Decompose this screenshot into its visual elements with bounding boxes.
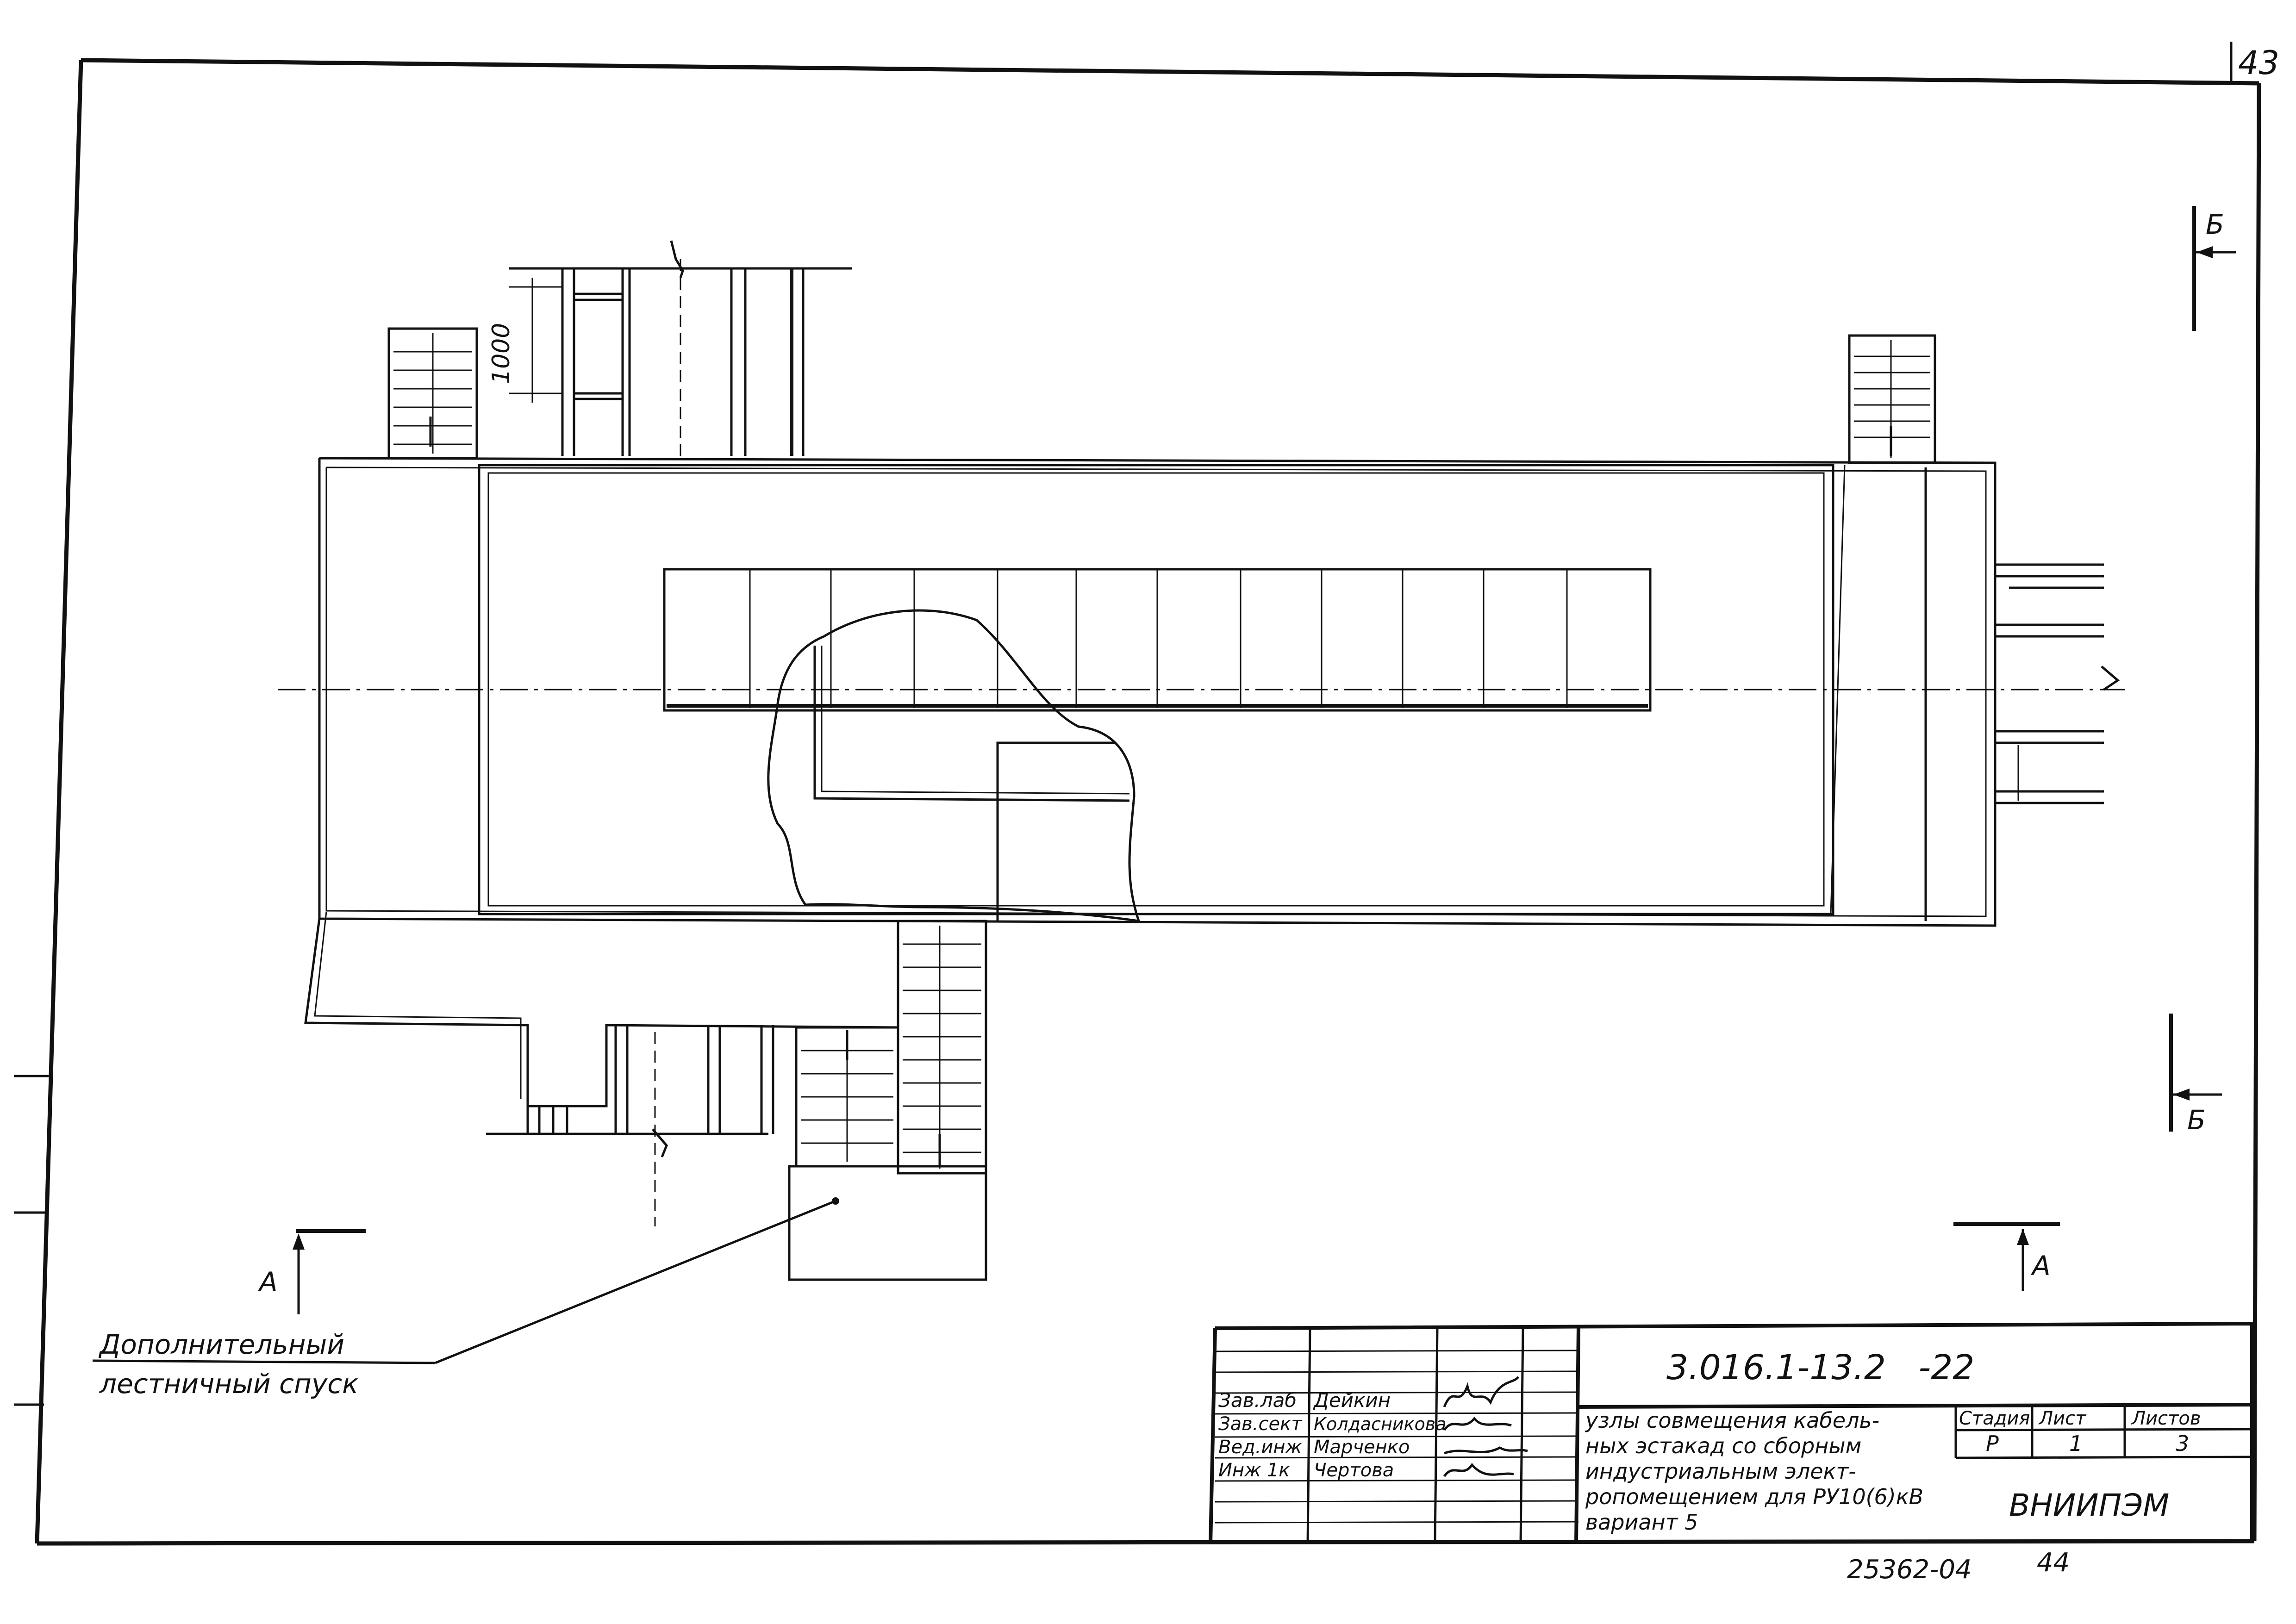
sheet-frame	[14, 42, 2261, 1546]
stage-label: Стадия	[1959, 1408, 2030, 1429]
drawing-title-line2: ных эстакад со сборным	[1585, 1433, 1861, 1458]
section-label-a-left: А	[257, 1266, 278, 1298]
sheet-number-bottom: 44	[2037, 1548, 2070, 1578]
signature-name-2: Колдасникова	[1314, 1414, 1446, 1434]
drawing-title-line4: ропомещением для РУ10(6)кВ	[1585, 1484, 1923, 1509]
sheet-value: 1	[2069, 1431, 2083, 1456]
organization-name: ВНИИПЭМ	[2009, 1487, 2169, 1523]
signature-role-4: Инж 1к	[1218, 1460, 1290, 1481]
leader-label-line2: лестничный спуск	[99, 1368, 358, 1400]
section-marker-b-bottom	[2169, 1014, 2222, 1132]
drawing-title-line1: узлы совмещения кабель-	[1585, 1408, 1879, 1433]
dimension-1000: 1000	[487, 323, 515, 384]
signature-name-4: Чертова	[1314, 1460, 1394, 1481]
breakout-region	[767, 609, 1141, 923]
stair-top-left	[387, 327, 478, 460]
stair-top-right	[1848, 334, 1936, 464]
estacade-top	[509, 240, 852, 458]
signature-role-2: Зав.сект	[1218, 1413, 1303, 1435]
stage-value: Р	[1986, 1431, 1999, 1456]
leader-label-line1: Дополнительный	[98, 1329, 344, 1360]
section-marker-b-top	[2192, 206, 2236, 331]
section-marker-a-right	[1953, 1222, 2060, 1291]
estacade-bottom	[486, 1025, 774, 1226]
drawing-title-line5: вариант 5	[1585, 1510, 1698, 1535]
signature-role-3: Вед.инж	[1218, 1437, 1302, 1458]
sheets-label: Листов	[2131, 1408, 2201, 1429]
signature-role-1: Зав.лаб	[1218, 1389, 1297, 1412]
stair-bottom-main	[897, 920, 987, 1175]
signature-name-1: Дейкин	[1313, 1389, 1391, 1412]
estacade-right	[1995, 563, 2120, 804]
handwritten-signatures	[1443, 1376, 1528, 1477]
stair-bottom-additional	[788, 1026, 987, 1281]
section-marker-a-left	[293, 1229, 366, 1314]
signature-name-3: Марченко	[1314, 1437, 1410, 1458]
section-label-b-top: Б	[2206, 209, 2224, 240]
cable-run	[663, 568, 1652, 712]
sheets-value: 3	[2176, 1431, 2189, 1456]
archive-number: 25362-04	[1847, 1555, 1972, 1585]
sheet-number-top: 43	[2238, 44, 2279, 82]
drawing-designation: 3.016.1-13.2 -22	[1666, 1348, 1974, 1388]
sheet-label: Лист	[2038, 1408, 2087, 1429]
drawing-title-line3: индустриальным элект-	[1585, 1459, 1856, 1484]
building-outline	[304, 457, 1997, 1108]
leader-callout	[92, 1197, 839, 1364]
section-label-b-bottom: Б	[2187, 1104, 2206, 1136]
title-block	[1209, 1321, 2254, 1544]
section-label-a-right: А	[2030, 1250, 2051, 1282]
